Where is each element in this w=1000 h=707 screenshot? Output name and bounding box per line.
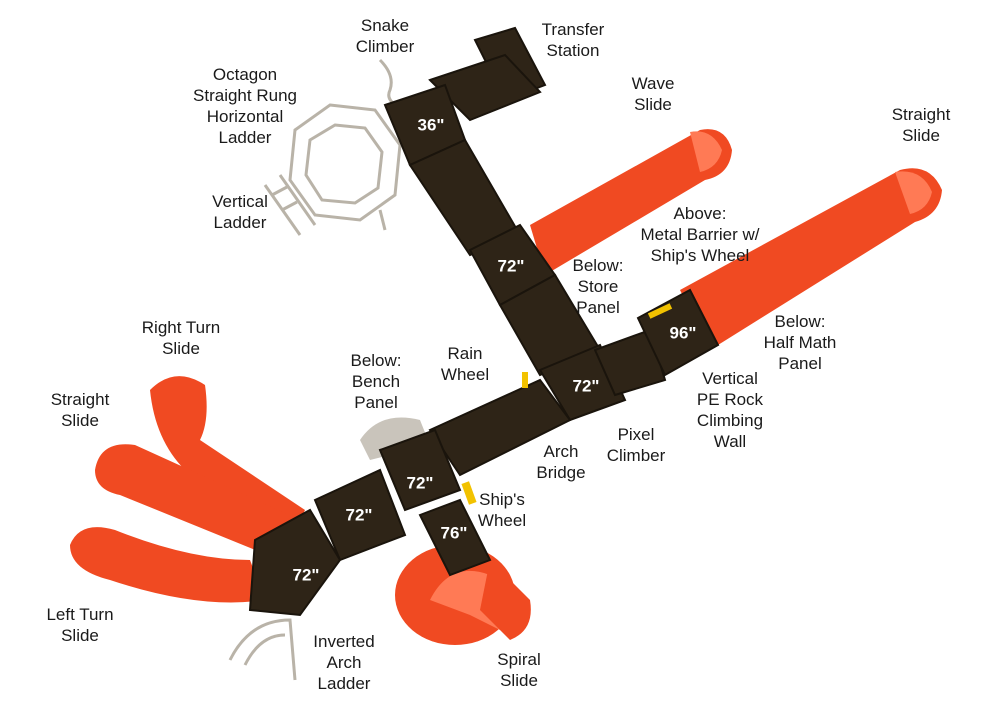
label-left-turn-slide: Left Turn Slide — [46, 605, 114, 645]
deck-height-72-mid: 72" — [407, 473, 434, 492]
deck-height-72-left: 72" — [346, 505, 373, 524]
right-turn-slide-drawing — [150, 376, 305, 540]
vertical-ladder-drawing — [263, 174, 317, 236]
label-vertical-pe-rock-wall: Vertical PE Rock Climbing Wall — [696, 369, 764, 451]
label-pixel-climber: Pixel Climber — [606, 425, 666, 465]
deck-height-72-bottom: 72" — [293, 565, 320, 584]
deck-height-36: 36" — [418, 115, 445, 134]
straight-slide-left-drawing — [95, 444, 300, 560]
label-inverted-arch-ladder: Inverted Arch Ladder — [313, 632, 375, 693]
spiral-slide-drawing — [395, 545, 531, 645]
label-above-metal-barrier: Above: Metal Barrier w/ Ship's Wheel — [640, 204, 760, 265]
deck-height-72-center: 72" — [573, 376, 600, 395]
label-below-half-math-panel: Below: Half Math Panel — [763, 312, 837, 373]
metal-barrier-marker — [647, 303, 673, 319]
label-snake-climber: Snake Climber — [355, 16, 415, 56]
label-spiral-slide: Spiral Slide — [497, 650, 541, 690]
label-vertical-ladder: Vertical Ladder — [212, 192, 268, 232]
deck-height-72-upper: 72" — [498, 256, 525, 275]
label-arch-bridge: Arch Bridge — [536, 442, 586, 482]
label-rain-wheel: Rain Wheel — [440, 344, 490, 384]
rain-wheel-marker — [522, 372, 528, 388]
label-ships-wheel: Ship's Wheel — [477, 490, 527, 530]
label-straight-slide-left: Straight Slide — [50, 390, 110, 430]
label-below-store-panel: Below: Store Panel — [572, 256, 624, 317]
label-transfer-station: Transfer Station — [541, 20, 605, 60]
ships-wheel-marker — [461, 481, 477, 505]
label-straight-slide-right: Straight Slide — [891, 105, 951, 145]
label-right-turn-slide: Right Turn Slide — [141, 318, 221, 358]
deck-height-76: 76" — [441, 523, 468, 542]
label-below-bench-panel: Below: Bench Panel — [350, 351, 402, 412]
wave-slide-drawing — [530, 129, 732, 275]
straight-slide-right-drawing — [680, 168, 942, 350]
label-wave-slide: Wave Slide — [631, 74, 675, 114]
left-turn-slide-drawing — [70, 527, 265, 603]
deck-structure — [248, 26, 720, 617]
inverted-arch-ladder-drawing — [228, 618, 297, 681]
label-octagon-ladder: Octagon Straight Rung Horizontal Ladder — [193, 65, 297, 147]
deck-height-96: 96" — [670, 323, 697, 342]
